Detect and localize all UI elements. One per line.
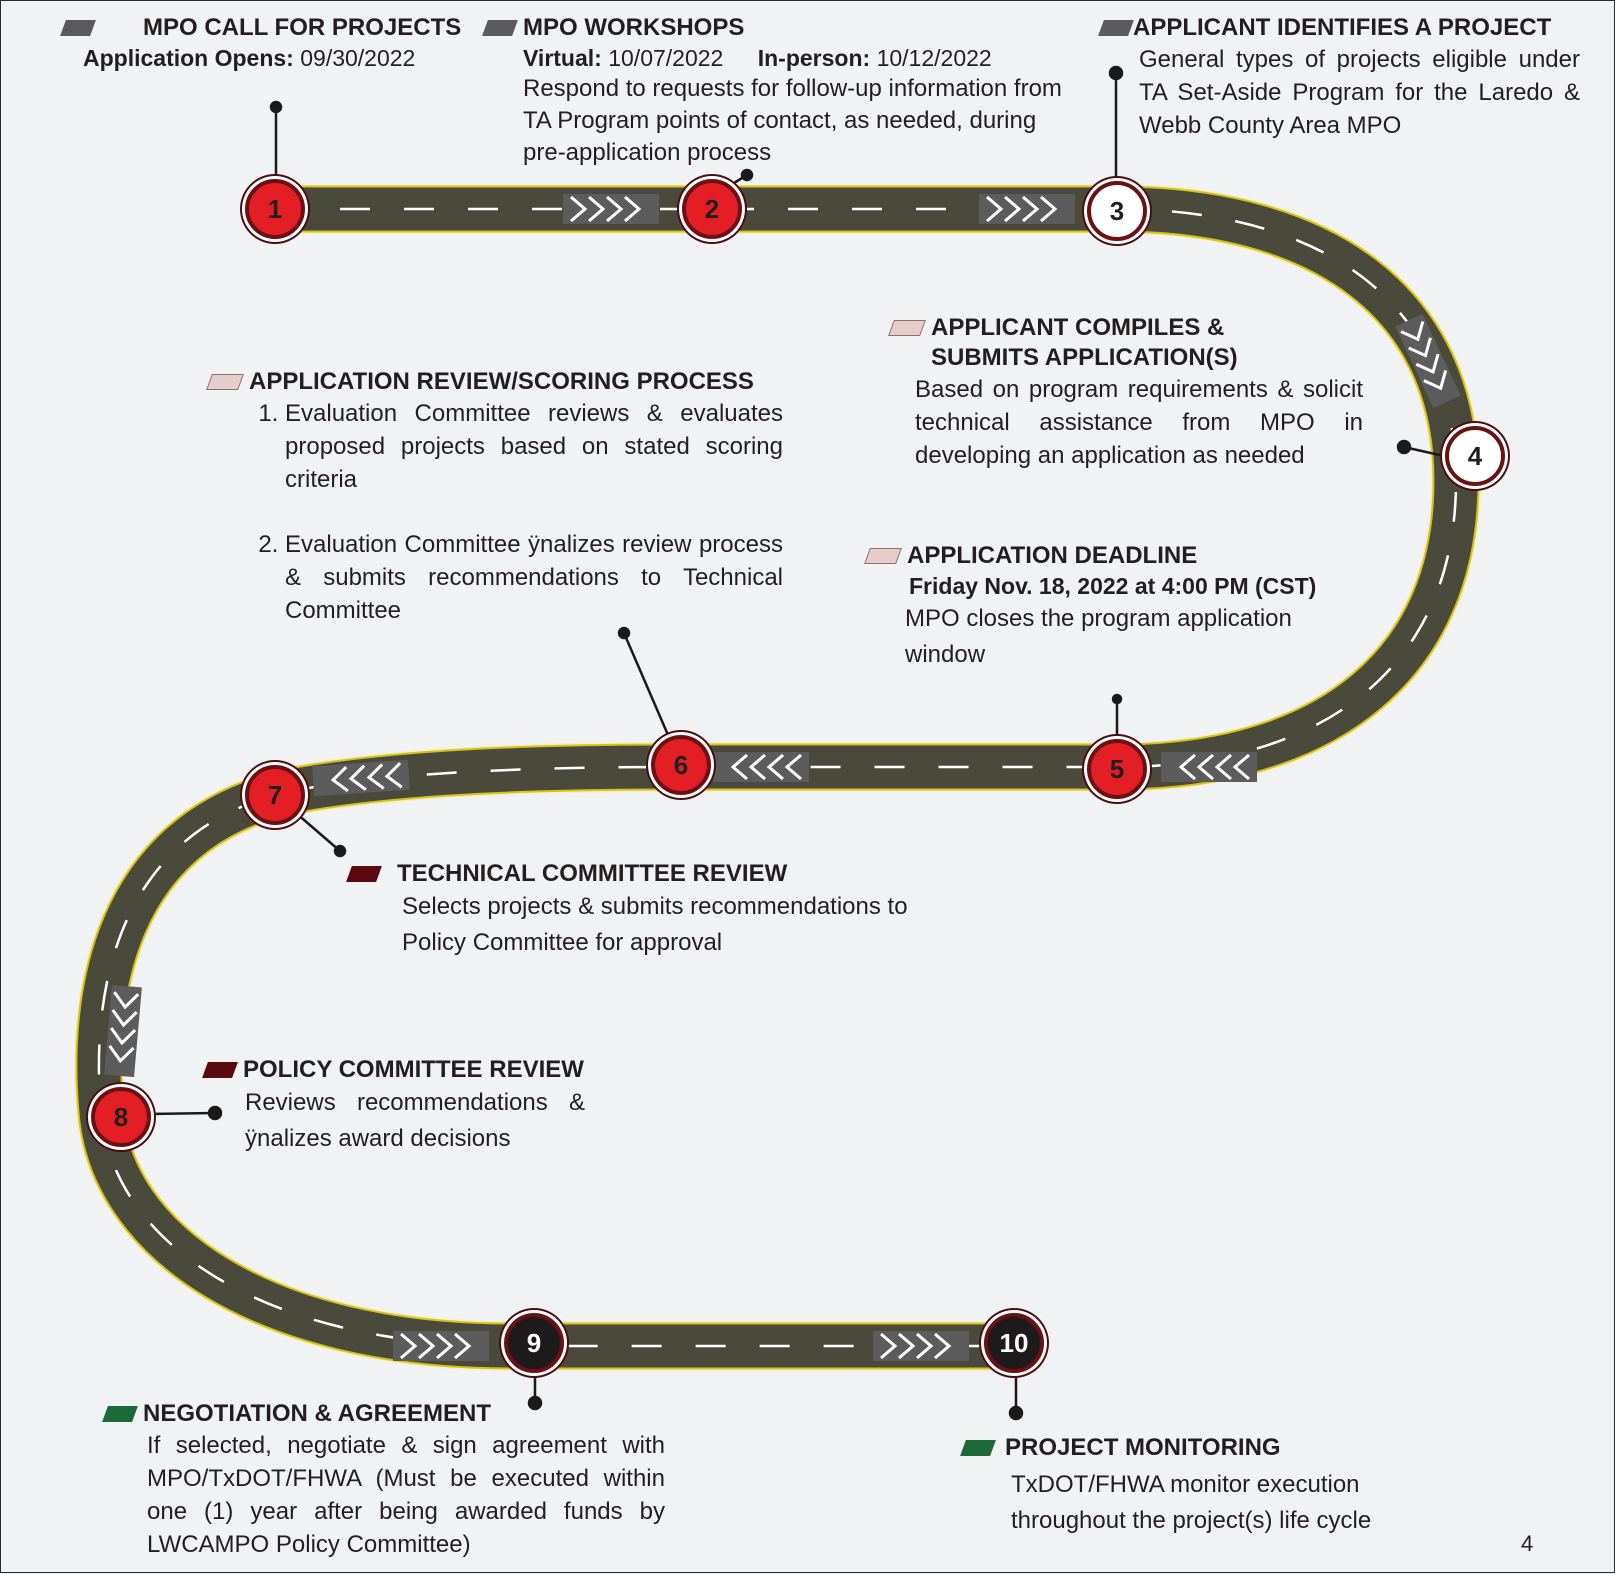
virtual-label: Virtual: xyxy=(523,45,602,71)
step-7-description: Selects projects & submits recommendatio… xyxy=(402,893,908,956)
step-5-title: APPLICATION DEADLINE xyxy=(864,541,1387,571)
step-marker-8: 8 xyxy=(91,1087,151,1147)
step-10-tag xyxy=(960,1440,996,1456)
step-6-block: APPLICATION REVIEW/SCORING PROCESS Evalu… xyxy=(206,367,789,659)
step-2-block: MPO WORKSHOPS Virtual: 10/07/2022 In-per… xyxy=(482,13,1085,169)
step-7-block: TECHNICAL COMMITTEE REVIEW Selects proje… xyxy=(346,859,989,961)
in-person-date: 10/12/2022 xyxy=(870,45,992,71)
step-1-application-opens: Application Opens: 09/30/2022 xyxy=(63,43,463,73)
step-9-title-text: NEGOTIATION & AGREEMENT xyxy=(143,1400,491,1427)
step-1-tag xyxy=(60,20,96,36)
step-7-title-text: TECHNICAL COMMITTEE REVIEW xyxy=(397,860,788,887)
step-3-tag xyxy=(1098,20,1134,36)
step-marker-10: 10 xyxy=(984,1313,1044,1373)
step-2-title: MPO WORKSHOPS xyxy=(482,13,1085,43)
chevrons-1-2 xyxy=(563,194,659,224)
step-5-title-text: APPLICATION DEADLINE xyxy=(907,542,1198,569)
chevrons-9-10 xyxy=(873,1331,969,1361)
step-4-title: APPLICANT COMPILES & SUBMITS APPLICATION… xyxy=(888,313,1381,373)
chevrons-2-3 xyxy=(979,194,1075,224)
step-10-block: PROJECT MONITORING TxDOT/FHWA monitor ex… xyxy=(960,1433,1463,1539)
step-4-tag xyxy=(888,320,926,336)
step-marker-9: 9 xyxy=(504,1313,564,1373)
application-opens-date: 09/30/2022 xyxy=(293,45,416,71)
step-2-tag xyxy=(482,20,518,36)
step-5-deadline: Friday Nov. 18, 2022 at 4:00 PM (CST) xyxy=(909,573,1317,599)
chevrons-3-4 xyxy=(1395,313,1461,409)
step-4-title-text: APPLICANT COMPILES & SUBMITS APPLICATION… xyxy=(931,314,1238,371)
review-item-2: Evaluation Committee ÿnalizes review pro… xyxy=(285,528,783,627)
step-5-block: APPLICATION DEADLINE Friday Nov. 18, 202… xyxy=(864,541,1387,673)
step-marker-2: 2 xyxy=(682,179,742,239)
connector-lines xyxy=(148,65,1445,1421)
step-6-title-text: APPLICATION REVIEW/SCORING PROCESS xyxy=(249,368,754,395)
step-5-tag xyxy=(864,548,902,564)
chevrons-6-5 xyxy=(713,752,809,782)
step-8-block: POLICY COMMITTEE REVIEW Reviews recommen… xyxy=(202,1055,605,1157)
step-6-title: APPLICATION REVIEW/SCORING PROCESS xyxy=(206,367,789,397)
page-number: 4 xyxy=(1521,1531,1534,1556)
step-3-description: General types of projects eligible under… xyxy=(1139,46,1580,139)
application-opens-label: Application Opens: xyxy=(83,45,294,71)
step-10-title-text: PROJECT MONITORING xyxy=(1005,1434,1281,1461)
step-marker-3: 3 xyxy=(1087,181,1147,241)
step-marker-6: 6 xyxy=(651,735,711,795)
chevrons-8-9 xyxy=(393,1331,489,1361)
step-8-title: POLICY COMMITTEE REVIEW xyxy=(202,1055,605,1085)
step-marker-4: 4 xyxy=(1445,426,1505,486)
chevrons-5-6 xyxy=(1161,752,1257,782)
step-10-title: PROJECT MONITORING xyxy=(960,1433,1463,1463)
step-3-title: APPLICANT IDENTIFIES A PROJECT xyxy=(1098,13,1581,43)
step-marker-1: 1 xyxy=(245,179,305,239)
chevrons-7-8 xyxy=(104,984,142,1078)
virtual-date: 10/07/2022 xyxy=(601,45,724,71)
step-1-title: MPO CALL FOR PROJECTS xyxy=(60,13,463,43)
step-2-workshop-dates: Virtual: 10/07/2022 In-person: 10/12/202… xyxy=(485,43,1085,73)
in-person-label: In-person: xyxy=(757,45,871,71)
step-9-title: NEGOTIATION & AGREEMENT xyxy=(102,1399,685,1429)
step-3-block: APPLICANT IDENTIFIES A PROJECT General t… xyxy=(1098,13,1581,142)
step-4-block: APPLICANT COMPILES & SUBMITS APPLICATION… xyxy=(888,313,1381,472)
step-8-title-text: POLICY COMMITTEE REVIEW xyxy=(243,1056,584,1083)
step-9-tag xyxy=(102,1406,138,1422)
step-8-tag xyxy=(202,1062,238,1078)
review-item-1: Evaluation Committee reviews & evaluates… xyxy=(285,397,783,496)
step-2-description: Respond to requests for follow-up inform… xyxy=(523,75,1062,166)
step-9-block: NEGOTIATION & AGREEMENT If selected, neg… xyxy=(102,1399,685,1561)
step-1-title-text: MPO CALL FOR PROJECTS xyxy=(143,14,462,41)
step-2-title-text: MPO WORKSHOPS xyxy=(523,14,745,41)
chevrons-6-7 xyxy=(312,759,410,797)
step-3-title-text: APPLICANT IDENTIFIES A PROJECT xyxy=(1133,14,1552,41)
step-10-description: TxDOT/FHWA monitor execution throughout … xyxy=(1011,1471,1372,1534)
step-5-description: MPO closes the program application windo… xyxy=(905,605,1292,668)
step-marker-7: 7 xyxy=(245,765,305,825)
step-4-description: Based on program requirements & solicit … xyxy=(915,376,1363,469)
step-6-review-list: Evaluation Committee reviews & evaluates… xyxy=(209,397,783,627)
step-marker-5: 5 xyxy=(1087,739,1147,799)
step-1-block: MPO CALL FOR PROJECTS Application Opens:… xyxy=(60,13,463,73)
step-9-description: If selected, negotiate & sign agreement … xyxy=(147,1432,665,1558)
step-8-description: Reviews recommendations & ÿnalizes award… xyxy=(245,1089,585,1152)
step-7-title: TECHNICAL COMMITTEE REVIEW xyxy=(346,859,989,889)
step-6-tag xyxy=(206,374,244,390)
step-7-tag xyxy=(346,866,382,882)
